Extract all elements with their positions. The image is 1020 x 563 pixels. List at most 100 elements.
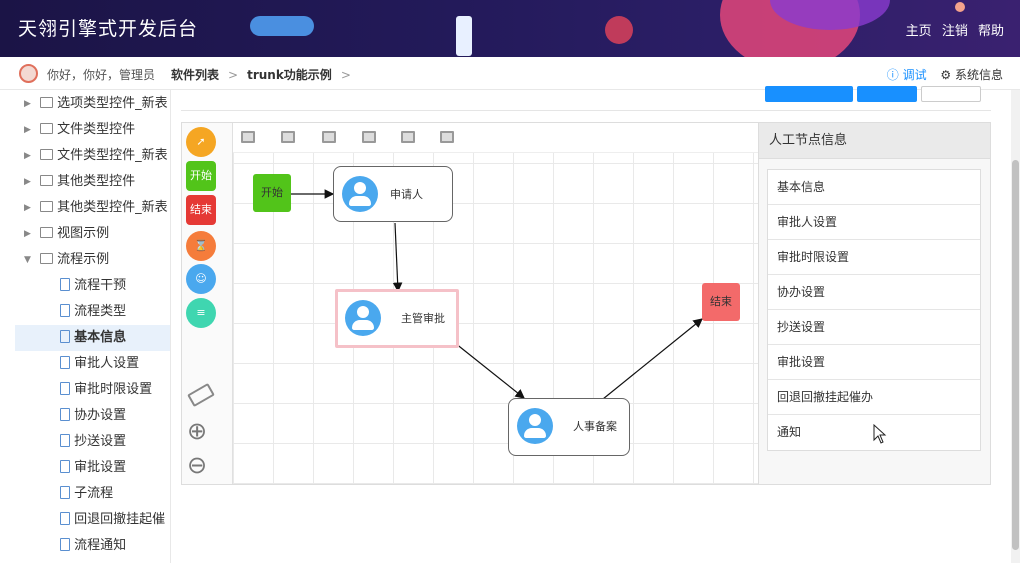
page-scrollbar[interactable] <box>1011 90 1020 563</box>
tree-item-label: 其他类型控件 <box>57 174 136 189</box>
panel-item-notify[interactable]: 通知 <box>777 425 802 439</box>
flow-connectors <box>291 189 703 400</box>
chevron-right-icon[interactable]: ▶ <box>24 99 31 109</box>
chevron-right-icon[interactable]: ▶ <box>24 151 31 161</box>
flow-designer: ➚ 开始 结束 ⌛ ☺ ≡ ⊕ ⊖ <box>181 122 991 485</box>
divider <box>181 110 991 111</box>
tree-folder[interactable]: ▶ 视图示例 <box>0 221 170 247</box>
tree-item[interactable]: 审批时限设置 <box>0 377 170 403</box>
document-icon <box>60 382 70 395</box>
folder-icon <box>40 175 53 186</box>
align-right-icon[interactable] <box>322 131 336 143</box>
tree-item-label: 子流程 <box>74 486 114 501</box>
flow-end-node[interactable]: 结束 <box>702 283 740 321</box>
sliders-icon[interactable]: ≡ <box>186 298 216 328</box>
tree-item[interactable]: 审批人设置 <box>0 351 170 377</box>
chevron-right-icon: > <box>340 68 351 82</box>
tree-item[interactable]: 协办设置 <box>0 403 170 429</box>
person-icon[interactable]: ☺ <box>186 264 216 294</box>
tree-folder[interactable]: ▶ 文件类型控件_新表 <box>0 143 170 169</box>
sysinfo-label: 系统信息 <box>954 68 1003 82</box>
nav-help-link[interactable]: 帮助 <box>977 24 1004 39</box>
folder-icon <box>40 97 53 108</box>
tree-item[interactable]: 子流程 <box>0 481 170 507</box>
person-icon <box>342 176 378 212</box>
sysinfo-link[interactable]: ⚙ 系统信息 <box>940 68 1003 82</box>
flow-task-hr-record[interactable]: 人事备案 <box>508 398 630 456</box>
tree-item-selected[interactable]: 基本信息 <box>15 325 170 351</box>
panel-item-approver-settings[interactable]: 审批人设置 <box>768 205 980 240</box>
align-middle-icon[interactable] <box>401 131 415 143</box>
tree-item[interactable]: 回退回撤挂起催 <box>0 507 170 533</box>
node-info-panel: 人工节点信息 基本信息 审批人设置 审批时限设置 协办设置 抄送设置 审批设置 … <box>758 123 990 484</box>
chevron-right-icon[interactable]: ▶ <box>24 203 31 213</box>
return-button[interactable] <box>921 86 981 102</box>
tree-item[interactable]: 流程类型 <box>0 299 170 325</box>
main-content: ➚ 开始 结束 ⌛ ☺ ≡ ⊕ ⊖ <box>171 86 1008 563</box>
zoom-in-icon[interactable]: ⊕ <box>187 417 208 445</box>
sidebar-tree: ▶ 选项类型控件_新表 ▶ 文件类型控件 ▶ 文件类型控件_新表 ▶ 其他类型控… <box>0 90 171 563</box>
avatar[interactable] <box>19 64 38 83</box>
panel-item-approval-settings[interactable]: 审批设置 <box>768 345 980 380</box>
scrollbar-thumb[interactable] <box>1012 160 1019 550</box>
chevron-right-icon[interactable]: ▶ <box>24 229 31 239</box>
tree-item-label: 抄送设置 <box>74 434 127 449</box>
chevron-down-icon[interactable]: ▼ <box>24 255 31 265</box>
save-button[interactable] <box>857 86 917 102</box>
flow-task-manager-approval[interactable]: 主管审批 <box>335 289 459 348</box>
tree-item[interactable]: 抄送设置 <box>0 429 170 455</box>
document-icon <box>60 486 70 499</box>
align-top-icon[interactable] <box>362 131 376 143</box>
mouse-cursor-icon <box>873 424 887 444</box>
flow-canvas[interactable]: 开始 结束 申请人 主管审批 人事备案 <box>233 123 758 484</box>
zoom-out-icon[interactable]: ⊖ <box>187 451 208 479</box>
tree-item[interactable]: 流程干预 <box>0 273 170 299</box>
document-icon <box>60 278 70 291</box>
tree-folder[interactable]: ▼ 流程示例 <box>0 247 170 273</box>
panel-item-cc[interactable]: 抄送设置 <box>768 310 980 345</box>
tree-folder[interactable]: ▶ 文件类型控件 <box>0 117 170 143</box>
nav-logout-link[interactable]: 注销 <box>941 24 968 39</box>
tree-item-label: 基本信息 <box>74 330 127 345</box>
tree-folder[interactable]: ▶ 其他类型控件_新表 <box>0 195 170 221</box>
toolbar-button-primary[interactable] <box>765 86 853 102</box>
align-left-icon[interactable] <box>241 131 255 143</box>
connector-applicant-to-manager <box>392 222 403 293</box>
nav-home-link[interactable]: 主页 <box>905 24 932 39</box>
align-bottom-icon[interactable] <box>440 131 454 143</box>
palette-end-node[interactable]: 结束 <box>186 195 216 225</box>
align-center-icon[interactable] <box>281 131 295 143</box>
palette-start-node[interactable]: 开始 <box>186 161 216 191</box>
header-decoration <box>605 16 633 44</box>
flow-task-applicant[interactable]: 申请人 <box>333 166 453 222</box>
user-greeting: 你好，你好，管理员 <box>47 68 156 82</box>
hourglass-icon[interactable]: ⌛ <box>186 231 216 261</box>
breadcrumb-software-list[interactable]: 软件列表 <box>171 68 220 82</box>
tree-item[interactable]: 流程通知 <box>0 533 170 559</box>
panel-item-rollback[interactable]: 回退回撤挂起催办 <box>768 380 980 415</box>
tree-folder[interactable]: ▶ 其他类型控件 <box>0 169 170 195</box>
panel-item-basic-info[interactable]: 基本信息 <box>768 170 980 205</box>
tree-item-label: 流程干预 <box>74 278 127 293</box>
task-label: 人事备案 <box>573 420 617 433</box>
eraser-icon[interactable] <box>187 382 215 408</box>
app-title: 天翎引擎式开发后台 <box>18 18 199 40</box>
document-icon <box>60 460 70 473</box>
folder-icon <box>40 201 53 212</box>
panel-item-assist[interactable]: 协办设置 <box>768 275 980 310</box>
tree-item-label: 文件类型控件 <box>57 122 136 137</box>
flow-start-node[interactable]: 开始 <box>253 174 291 212</box>
tree-item-label: 审批人设置 <box>74 356 140 371</box>
tree-item-label: 协办设置 <box>74 408 127 423</box>
transition-arrow-icon[interactable]: ➚ <box>186 127 216 157</box>
panel-item-time-limit[interactable]: 审批时限设置 <box>768 240 980 275</box>
tree-folder[interactable]: ▶ 选项类型控件_新表 <box>0 91 170 117</box>
tree-item-label: 其他类型控件_新表 <box>57 200 168 215</box>
tree-item[interactable]: 审批设置 <box>0 455 170 481</box>
chevron-right-icon[interactable]: ▶ <box>24 177 31 187</box>
tree-item-label: 回退回撤挂起催 <box>74 512 166 527</box>
document-icon <box>60 304 70 317</box>
breadcrumb-trunk[interactable]: trunk功能示例 <box>247 68 332 82</box>
debug-link[interactable]: ⓘ 调试 <box>887 68 927 82</box>
chevron-right-icon[interactable]: ▶ <box>24 125 31 135</box>
